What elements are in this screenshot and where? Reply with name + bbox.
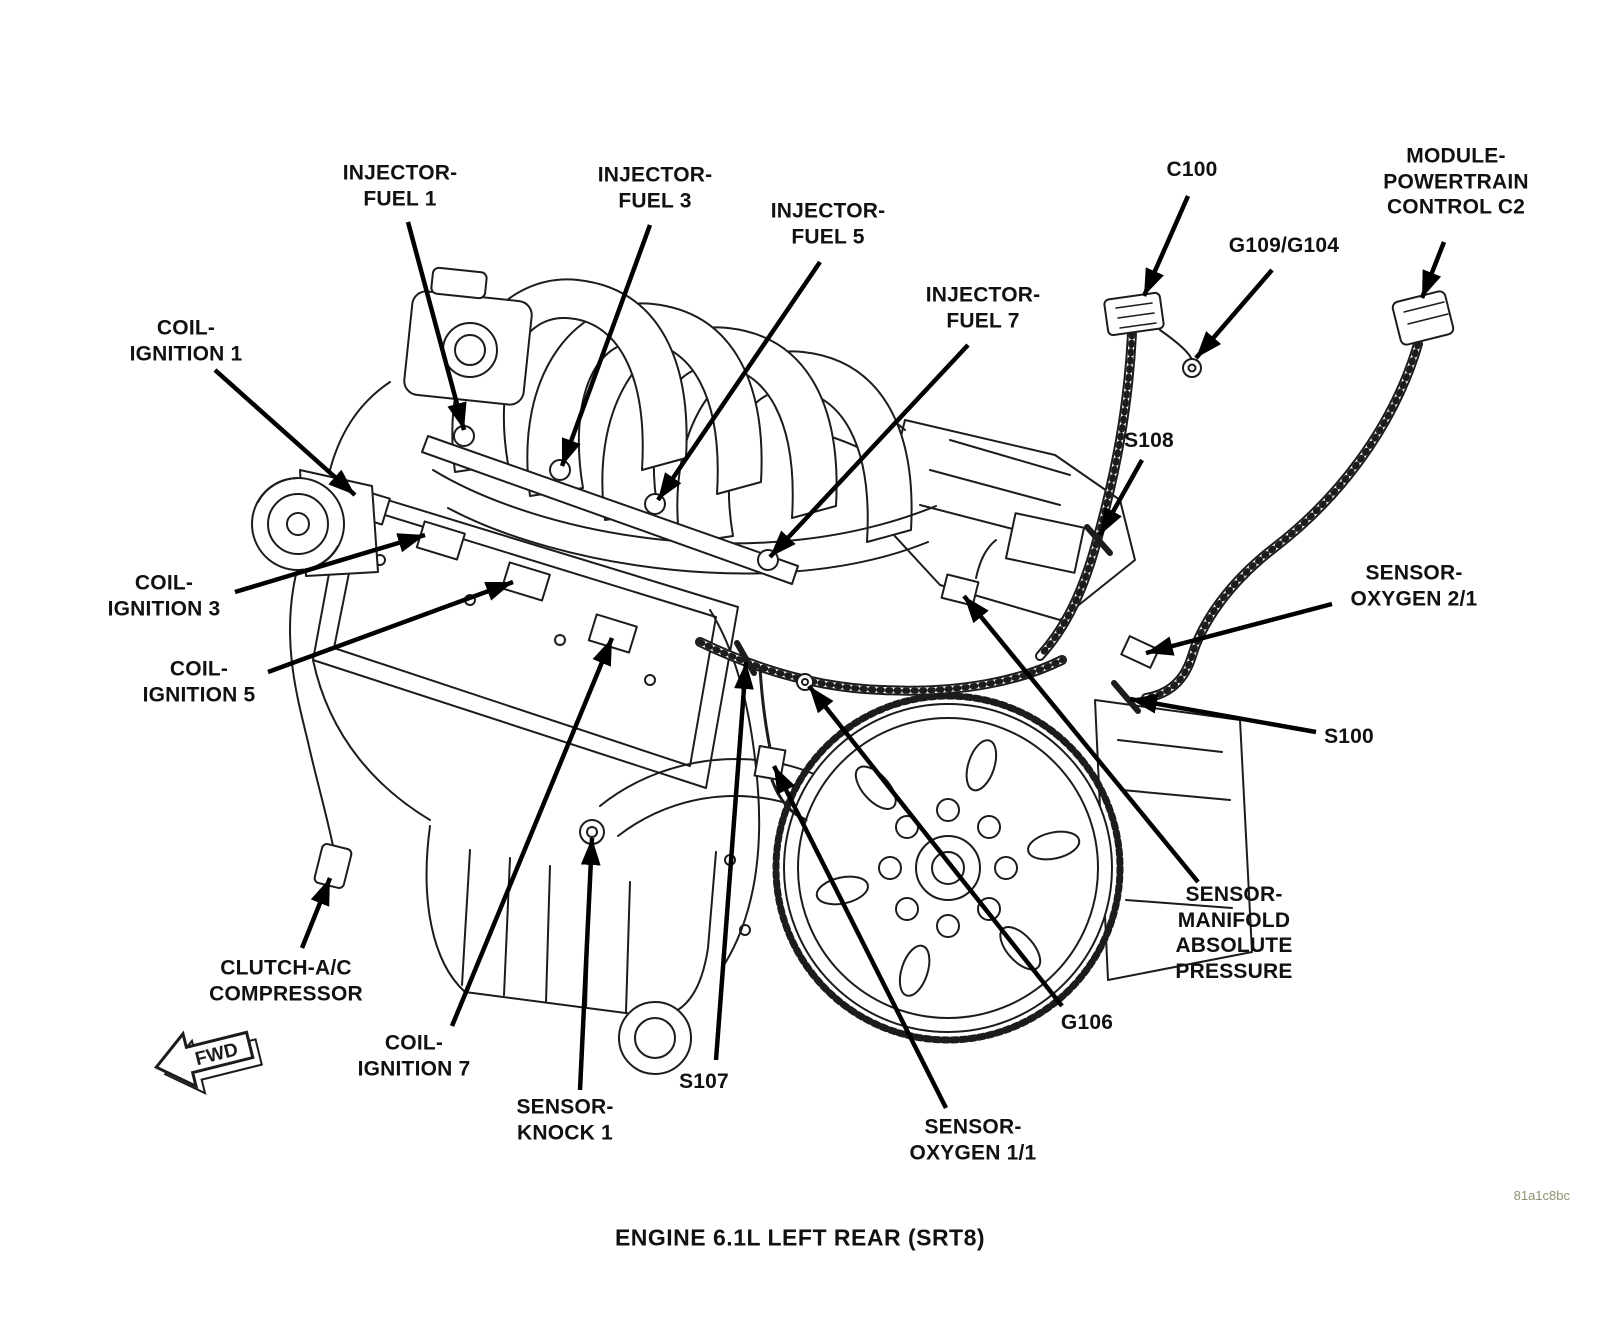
label-clutch-ac-compressor: CLUTCH-A/C COMPRESSOR — [209, 956, 363, 1005]
engine-line-art — [251, 266, 1455, 1075]
leader-s100 — [1129, 693, 1317, 735]
label-sensor-oxygen-2-1: SENSOR- OXYGEN 2/1 — [1350, 561, 1478, 610]
leader-s107 — [713, 661, 754, 1061]
ground-eyelet-g109-g104 — [1182, 358, 1202, 378]
label-injector-fuel-1: INJECTOR- FUEL 1 — [342, 161, 458, 210]
leader-coil-ignition-5 — [267, 579, 514, 675]
flywheel-slots — [815, 739, 1081, 997]
label-sensor-oxygen-1-1: SENSOR- OXYGEN 1/1 — [909, 1115, 1037, 1164]
throttle-body — [403, 266, 533, 406]
leader-g106 — [807, 684, 1064, 1008]
ac-compressor — [251, 381, 391, 889]
flywheel — [772, 692, 1124, 1044]
ignition-coil-5 — [500, 561, 551, 602]
leader-injector-fuel-5 — [656, 260, 822, 502]
label-s108: S108 — [1124, 429, 1174, 453]
leader-oxygen-2-1 — [1145, 601, 1333, 656]
label-coil-ignition-5: COIL- IGNITION 5 — [142, 657, 256, 706]
label-c100: C100 — [1166, 158, 1218, 182]
injector-3 — [549, 459, 571, 481]
valve-cover-left — [312, 485, 739, 789]
pcm-c2-connector — [1391, 290, 1455, 346]
label-sensor-manifold-absolute-pressure: SENSOR- MANIFOLD ABSOLUTE PRESSURE — [1175, 882, 1293, 983]
leader-oxygen-1-1 — [771, 764, 949, 1110]
ignition-coils — [340, 485, 638, 654]
leader-arrows — [213, 195, 1447, 1110]
leader-module-powertrain — [1419, 241, 1447, 299]
intake-manifold — [432, 278, 937, 575]
leader-coil-ignition-7 — [449, 637, 615, 1027]
oxygen-sensor-2-1 — [1120, 635, 1160, 669]
label-coil-ignition-1: COIL- IGNITION 1 — [129, 316, 243, 365]
ac-clutch-connector — [313, 843, 353, 889]
leader-coil-ignition-1 — [213, 368, 357, 497]
label-module-powertrain-control-c2: MODULE- POWERTRAIN CONTROL C2 — [1383, 144, 1529, 219]
s108-splice — [1084, 524, 1113, 556]
leader-g109-g104 — [1194, 268, 1274, 360]
leader-knock-1 — [577, 837, 601, 1091]
leader-injector-fuel-7 — [768, 343, 970, 559]
label-coil-ignition-7: COIL- IGNITION 7 — [357, 1031, 471, 1080]
leader-coil-ignition-3 — [234, 532, 426, 595]
label-injector-fuel-3: INJECTOR- FUEL 3 — [597, 163, 713, 212]
fwd-arrow-icon: FWD — [153, 1030, 264, 1096]
cylinder-head-right — [791, 369, 1136, 621]
leader-c100 — [1141, 195, 1191, 297]
label-sensor-knock-1: SENSOR- KNOCK 1 — [516, 1095, 614, 1144]
c100-connector — [1103, 291, 1165, 337]
label-g106: G106 — [1060, 1011, 1114, 1035]
diagram-code: 81a1c8bc — [1513, 1188, 1570, 1203]
leader-injector-fuel-3 — [559, 224, 653, 467]
leader-map-sensor — [962, 594, 1200, 884]
engine-block — [312, 609, 935, 1075]
label-injector-fuel-7: INJECTOR- FUEL 7 — [925, 283, 1041, 332]
label-coil-ignition-3: COIL- IGNITION 3 — [107, 571, 221, 620]
leader-injector-fuel-1 — [405, 221, 467, 431]
label-s107: S107 — [679, 1070, 729, 1094]
leader-clutch-ac — [299, 877, 333, 949]
leader-s108 — [1098, 458, 1144, 537]
harness-pcm — [1111, 290, 1455, 714]
diagram-caption: ENGINE 6.1L LEFT REAR (SRT8) — [614, 1224, 986, 1251]
harness-c100 — [1035, 291, 1165, 661]
label-g109-g104: G109/G104 — [1228, 234, 1340, 258]
label-s100: S100 — [1324, 725, 1374, 749]
label-injector-fuel-5: INJECTOR- FUEL 5 — [770, 199, 886, 248]
